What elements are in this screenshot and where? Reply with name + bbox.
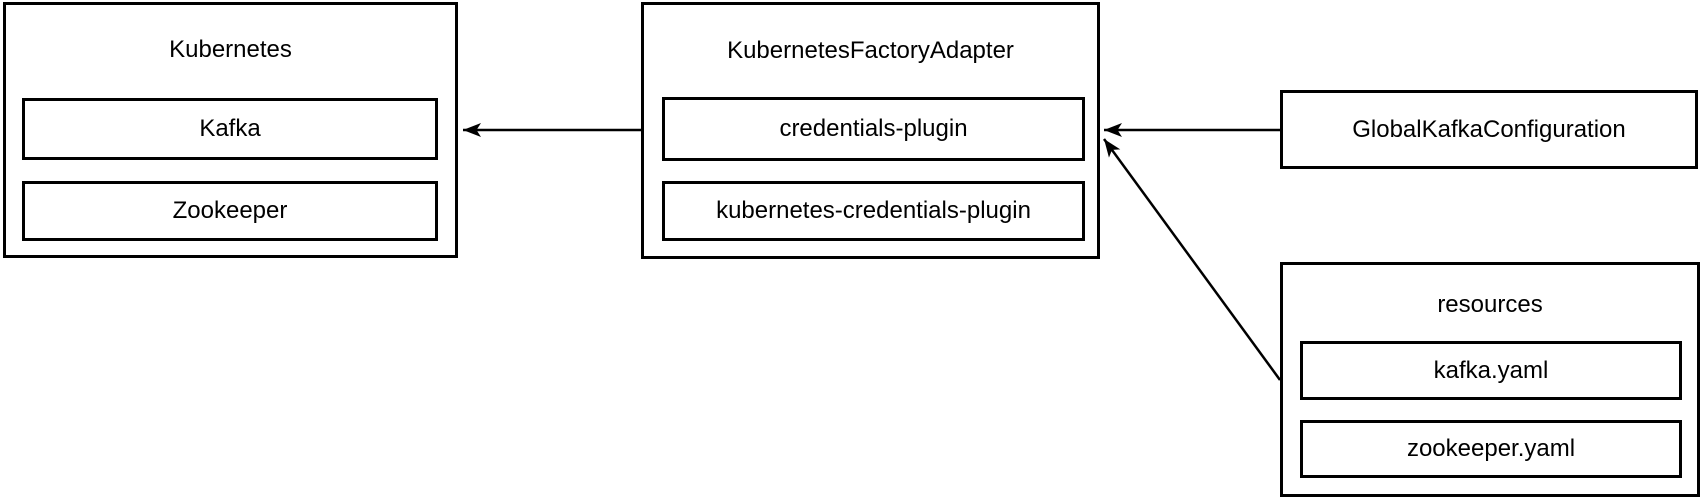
node-global-kafka-configuration: GlobalKafkaConfiguration (1280, 90, 1698, 169)
node-kubernetes-credentials-plugin: kubernetes-credentials-plugin (662, 181, 1085, 241)
node-kubernetes-factory-adapter-title: KubernetesFactoryAdapter (727, 37, 1014, 64)
node-kafka: Kafka (22, 98, 438, 160)
node-zookeeper-yaml: zookeeper.yaml (1300, 420, 1682, 478)
node-resources: resources kafka.yaml zookeeper.yaml (1280, 262, 1700, 497)
arrow-resources-to-adapter (1102, 138, 1282, 381)
node-resources-title: resources (1437, 291, 1543, 318)
node-kafka-yaml: kafka.yaml (1300, 341, 1682, 400)
node-zookeeper: Zookeeper (22, 181, 438, 241)
node-kubernetes-title: Kubernetes (169, 36, 292, 63)
node-zookeeper-yaml-label: zookeeper.yaml (1406, 435, 1576, 462)
node-credentials-plugin: credentials-plugin (662, 97, 1085, 161)
node-kafka-yaml-label: kafka.yaml (1433, 356, 1549, 384)
node-zookeeper-label: Zookeeper (172, 197, 288, 224)
node-global-kafka-configuration-label: GlobalKafkaConfiguration (1352, 115, 1626, 143)
node-kubernetes-credentials-plugin-label: kubernetes-credentials-plugin (716, 197, 1031, 224)
node-credentials-plugin-label: credentials-plugin (779, 115, 968, 142)
node-kafka-label: Kafka (199, 115, 261, 142)
node-kubernetes-factory-adapter: KubernetesFactoryAdapter credentials-plu… (641, 2, 1100, 259)
node-kubernetes: Kubernetes Kafka Zookeeper (3, 2, 458, 258)
